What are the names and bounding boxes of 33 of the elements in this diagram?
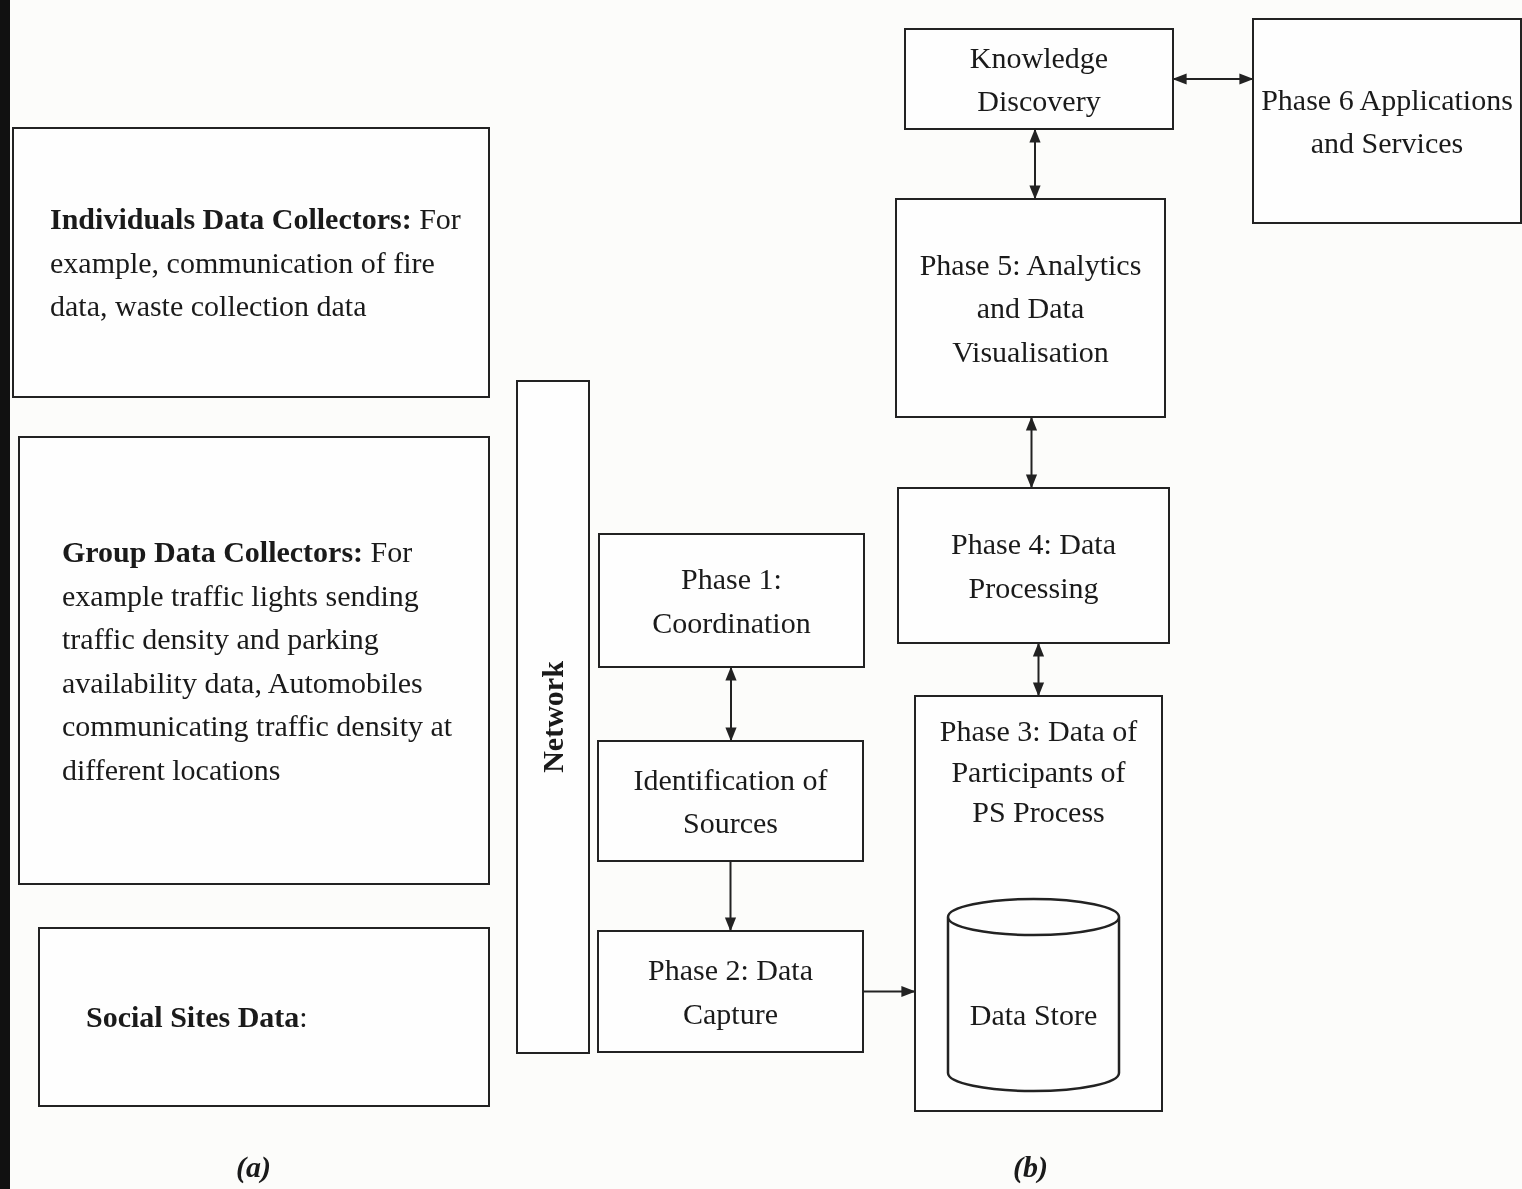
node-text: Group Data Collectors: For example traffic lights sending traffic density and parking availability data, Automobiles communicating traffic density at different locations (62, 534, 454, 788)
panel-label: (a) (236, 1150, 271, 1184)
process-box (598, 533, 865, 668)
vertical-label: Network (535, 661, 571, 773)
arrow (1029, 128, 1041, 200)
node-text: Phase 5: Analytics and Data Visualisation (918, 246, 1143, 370)
arrow (1032, 642, 1045, 697)
collector-box (18, 436, 490, 885)
node-text: Phase 1: Coordination (651, 561, 812, 641)
arrow (724, 861, 737, 932)
node-text: Phase 6 Applications and Services (1260, 81, 1514, 161)
process-box (597, 930, 864, 1053)
panel-label: (b) (1013, 1150, 1048, 1184)
network-bar (516, 380, 590, 1054)
node-text: Phase 3: Data of Participants of PS Process (938, 713, 1139, 830)
node-text: Phase 4: Data Processing (950, 526, 1117, 606)
collector-box (38, 927, 490, 1107)
node-text: Identification of Sources (632, 761, 829, 841)
process-box (895, 198, 1166, 418)
process-box (904, 28, 1174, 130)
arrow (725, 666, 737, 742)
arrow (1025, 416, 1038, 489)
collector-box (12, 127, 490, 398)
process-box (914, 695, 1163, 1112)
process-box (897, 487, 1170, 644)
process-box (1252, 18, 1522, 224)
arrow (863, 985, 916, 998)
node-text: Knowledge Discovery (968, 39, 1110, 119)
node-text: Phase 2: Data Capture (647, 952, 814, 1032)
node-text: Social Sites Data: (86, 999, 309, 1036)
node-text: Data Store (969, 997, 1098, 1034)
process-box (597, 740, 864, 862)
node-text: Individuals Data Collectors: For example, communication of fire data, waste collection data (50, 201, 462, 325)
